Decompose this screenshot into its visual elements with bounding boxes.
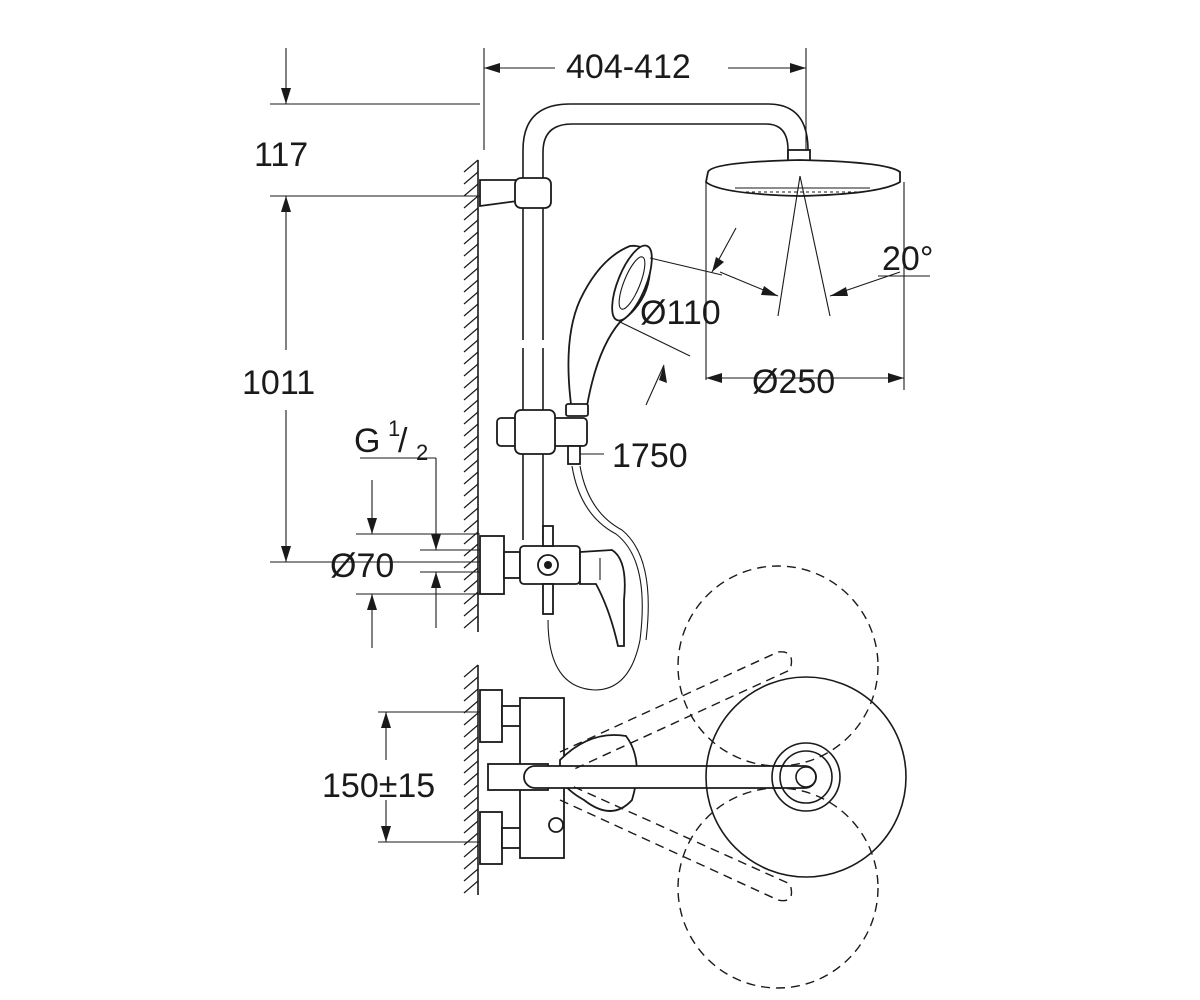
mixer-elevation	[479, 525, 626, 647]
wall-hatch-line	[463, 447, 479, 461]
head-shower-dimensions	[705, 175, 930, 390]
wall-hatch-line	[463, 784, 479, 798]
wall-hatch-line	[463, 291, 479, 305]
wall-hatch-line	[463, 856, 479, 870]
wall-hatch-line	[463, 195, 479, 209]
tilt-angle-label: 20°	[882, 240, 933, 278]
wall-hatch-line	[463, 880, 479, 894]
wall-hatch-line	[463, 399, 479, 413]
wall-hatch-line	[463, 471, 479, 485]
wall-hatch-line	[463, 615, 479, 629]
thread-numerator: 1	[388, 416, 400, 441]
hand-shower-dimensions	[619, 227, 737, 406]
wall-hatch-line	[463, 423, 479, 437]
rose-diameter-label: Ø70	[330, 547, 394, 585]
dim-centres	[378, 711, 480, 843]
thread-denominator: 2	[416, 440, 428, 465]
wall-bracket	[479, 177, 552, 209]
wall-hatch-line	[463, 868, 479, 882]
wall-upper	[463, 159, 479, 632]
wall-hatch-line	[463, 327, 479, 341]
wall-hatch-line	[463, 435, 479, 449]
top-offset-label: 117	[254, 136, 308, 174]
wall-hatch-line	[463, 519, 479, 533]
wall-hatch-line	[463, 712, 479, 726]
wall-hatch-line	[463, 375, 479, 389]
thread-prefix: G	[354, 422, 380, 460]
wall-hatch-line	[463, 207, 479, 221]
wall-hatch-line	[463, 796, 479, 810]
head-shower-plan	[705, 676, 907, 878]
dim-vertical-left	[270, 48, 480, 563]
wall-hatch-line	[463, 303, 479, 317]
wall-hatch-line	[463, 255, 479, 269]
wall-hatch-line	[463, 231, 479, 245]
wall-hatch-line	[463, 603, 479, 617]
wall-hatch-line	[463, 760, 479, 774]
wall-hatch-line	[463, 279, 479, 293]
thread-slash: /	[398, 422, 408, 460]
slider-holder	[496, 409, 604, 465]
wall-hatch-line	[463, 459, 479, 473]
wall-hatch-line	[463, 832, 479, 846]
thread-label: G 1 / 2	[354, 416, 428, 465]
wall-hatch-line	[463, 387, 479, 401]
centres-label: 150±15	[322, 767, 435, 805]
wall-hatch-line	[463, 171, 479, 185]
wall-hatch-line	[463, 483, 479, 497]
wall-hatch-line	[463, 664, 479, 678]
head-shower-diameter-label: Ø250	[752, 363, 835, 401]
wall-hatch-line	[463, 844, 479, 858]
rotation-ghosts	[559, 565, 879, 989]
wall-hatch-line	[463, 820, 479, 834]
head-shower	[705, 149, 901, 197]
hose	[547, 465, 649, 691]
wall-hatch-line	[463, 411, 479, 425]
wall-hatch-line	[463, 567, 479, 581]
wall-hatch-line	[463, 363, 479, 377]
dim-top-width	[483, 48, 807, 150]
wall-hatch-line	[463, 219, 479, 233]
wall-hatch-line	[463, 676, 479, 690]
wall-hatch-line	[463, 159, 479, 173]
wall-hatch-line	[463, 808, 479, 822]
hand-shower-diameter-label: Ø110	[640, 294, 721, 332]
wall-lower	[463, 664, 479, 895]
wall-hatch-line	[463, 688, 479, 702]
wall-hatch-line	[463, 700, 479, 714]
wall-hatch-line	[463, 243, 479, 257]
top-width-label: 404-412	[566, 48, 691, 86]
wall-hatch-line	[463, 736, 479, 750]
wall-hatch-line	[463, 183, 479, 197]
height-label: 1011	[242, 364, 315, 402]
hand-shower	[565, 244, 653, 417]
hose-length-label: 1750	[612, 437, 688, 475]
dim-connection	[356, 457, 480, 648]
wall-hatch-line	[463, 507, 479, 521]
wall-hatch-line	[463, 724, 479, 738]
wall-hatch-line	[463, 315, 479, 329]
wall-hatch-line	[463, 351, 479, 365]
wall-hatch-line	[463, 339, 479, 353]
wall-hatch-line	[463, 772, 479, 786]
wall-hatch-line	[463, 495, 479, 509]
wall-hatch-line	[463, 579, 479, 593]
wall-hatch-line	[463, 267, 479, 281]
wall-hatch-line	[463, 748, 479, 762]
